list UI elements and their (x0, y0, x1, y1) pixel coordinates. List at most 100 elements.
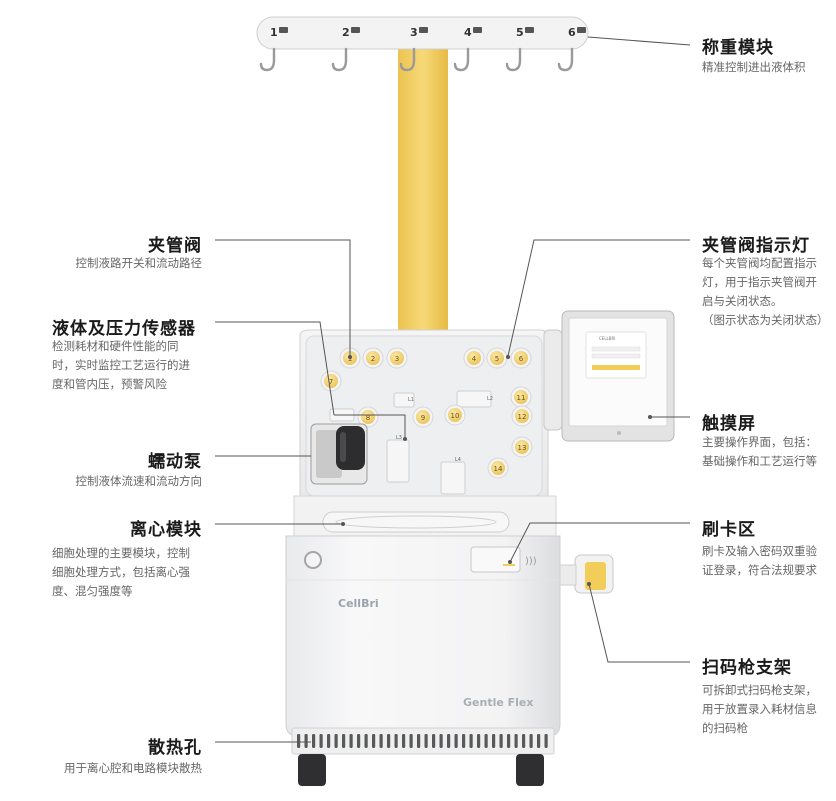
hook-number: 4 (464, 26, 472, 39)
valve-number: 3 (395, 355, 399, 363)
touchscreen-desc-line: 主要操作界面，包括： (702, 435, 817, 449)
vent-slot (402, 734, 406, 748)
vent-slot (297, 734, 301, 748)
pinch-light-desc-line: 灯，用于指示夹管阀开 (702, 275, 817, 289)
valve-indicator-light (448, 408, 462, 422)
vent-slot (529, 734, 533, 748)
pinch-valve-title: 夹管阀 (148, 236, 202, 256)
vent-slot (439, 734, 443, 748)
valve-number: 5 (495, 355, 499, 363)
vent-slot (477, 734, 481, 748)
vent-slot (522, 734, 526, 748)
line-label: L4 (455, 457, 461, 463)
valve-indicator-light (515, 440, 529, 454)
vent-slot (312, 734, 316, 748)
touchscreen-desc: 主要操作界面，包括： 基础操作和工艺运行等 (702, 433, 817, 471)
pinch-light-desc: 每个夹管阀均配置指示 灯，用于指示夹管阀开 启与关闭状态。 （图示状态为关闭状态… (702, 254, 829, 330)
model-name: Gentle Flex (463, 696, 533, 709)
power-button[interactable] (304, 551, 322, 569)
vent-slot (387, 734, 391, 748)
scanner-desc-line: 用于放置录入耗材信息 (702, 702, 817, 716)
pinch-light-title: 夹管阀指示灯 (702, 236, 810, 256)
hook-badge (279, 27, 288, 33)
weighing-pole (398, 42, 448, 342)
home-button[interactable] (617, 431, 621, 435)
vent-slot (357, 734, 361, 748)
valve-indicator-light (361, 410, 375, 424)
vent-slot (304, 734, 308, 748)
screen-brand: CELLBRI (599, 336, 615, 341)
vent-slot (424, 734, 428, 748)
vent-slot (417, 734, 421, 748)
scanner-desc-line: 的扫码枪 (702, 721, 748, 735)
hook-icon[interactable] (399, 47, 416, 72)
valve-indicator-light (467, 351, 481, 365)
centrifuge-desc-line: 细胞处理的主要模块，控制 (52, 546, 190, 560)
tube-holder (456, 390, 492, 408)
pinch-light-desc-line: 启与关闭状态。 (702, 294, 783, 308)
vent-title: 散热孔 (148, 738, 202, 758)
vent-slot (349, 734, 353, 748)
centrifuge-desc-line: 度、混匀强度等 (52, 584, 133, 598)
vent-slot (372, 734, 376, 748)
vent-slot (544, 734, 548, 748)
vent-slot (492, 734, 496, 748)
hook-number: 1 (270, 26, 278, 39)
hook-badge (525, 27, 534, 33)
hook-icon[interactable] (505, 47, 522, 72)
hook-icon[interactable] (557, 47, 574, 72)
vent-slot (469, 734, 473, 748)
vent-slot (319, 734, 323, 748)
foot-left (298, 754, 326, 786)
foot-right (516, 754, 544, 786)
vent-slot (334, 734, 338, 748)
centrifuge-title: 离心模块 (130, 520, 202, 540)
valve-indicator-light (366, 351, 380, 365)
valve-number: 8 (366, 414, 370, 422)
valve-indicator-light (490, 351, 504, 365)
valve-number: 4 (472, 355, 477, 363)
vent-slot (514, 734, 518, 748)
valve-number: 10 (451, 412, 460, 420)
sensor-desc-line: 时，实时监控工艺运行的进 (52, 358, 190, 372)
pump-desc: 控制液体流速和流动方向 (75, 474, 203, 488)
sensor-title: 液体及压力传感器 (52, 319, 196, 339)
card-reader[interactable] (470, 546, 521, 573)
valve-number: 14 (494, 465, 503, 473)
line-label: L3 (396, 435, 402, 441)
hook-icon[interactable] (259, 47, 276, 72)
hook-number: 2 (342, 26, 350, 39)
valve-number: 9 (421, 414, 425, 422)
valve-number: 7 (329, 378, 333, 386)
valve-number: 12 (518, 413, 527, 421)
tube-holder (440, 461, 466, 495)
valve-number: 11 (517, 394, 526, 402)
centrifuge-lid (322, 511, 510, 533)
sensor-desc-line: 检测耗材和硬件性能的同 (52, 339, 179, 353)
valve-indicator-light (515, 409, 529, 423)
vent-slot (394, 734, 398, 748)
vent-slots (297, 734, 548, 748)
scanner-desc: 可拆卸式扫码枪支架， 用于放置录入耗材信息 的扫码枪 (702, 681, 817, 738)
sensor-desc: 检测耗材和硬件性能的同 时，实时监控工艺运行的进 度和管内压，预警风险 (52, 337, 190, 394)
weighing-desc: 精准控制进出液体积 (702, 60, 806, 74)
vent-slot (462, 734, 466, 748)
login-button[interactable] (592, 365, 640, 370)
hook-icon[interactable] (453, 47, 470, 72)
hook-badge (351, 27, 360, 33)
leader-dots (341, 355, 652, 586)
vent-slot (327, 734, 331, 748)
scanner-desc-line: 可拆卸式扫码枪支架， (702, 683, 817, 697)
valve-indicator-light (416, 410, 430, 424)
centrifuge-desc: 细胞处理的主要模块，控制 细胞处理方式，包括离心强 度、混匀强度等 (52, 544, 190, 601)
hook-badge (419, 27, 428, 33)
hook-icon[interactable] (331, 47, 348, 72)
nfc-icon: ))) (525, 556, 537, 567)
hook-badge (577, 27, 586, 33)
hook-number: 3 (410, 26, 418, 39)
vent-slot (454, 734, 458, 748)
